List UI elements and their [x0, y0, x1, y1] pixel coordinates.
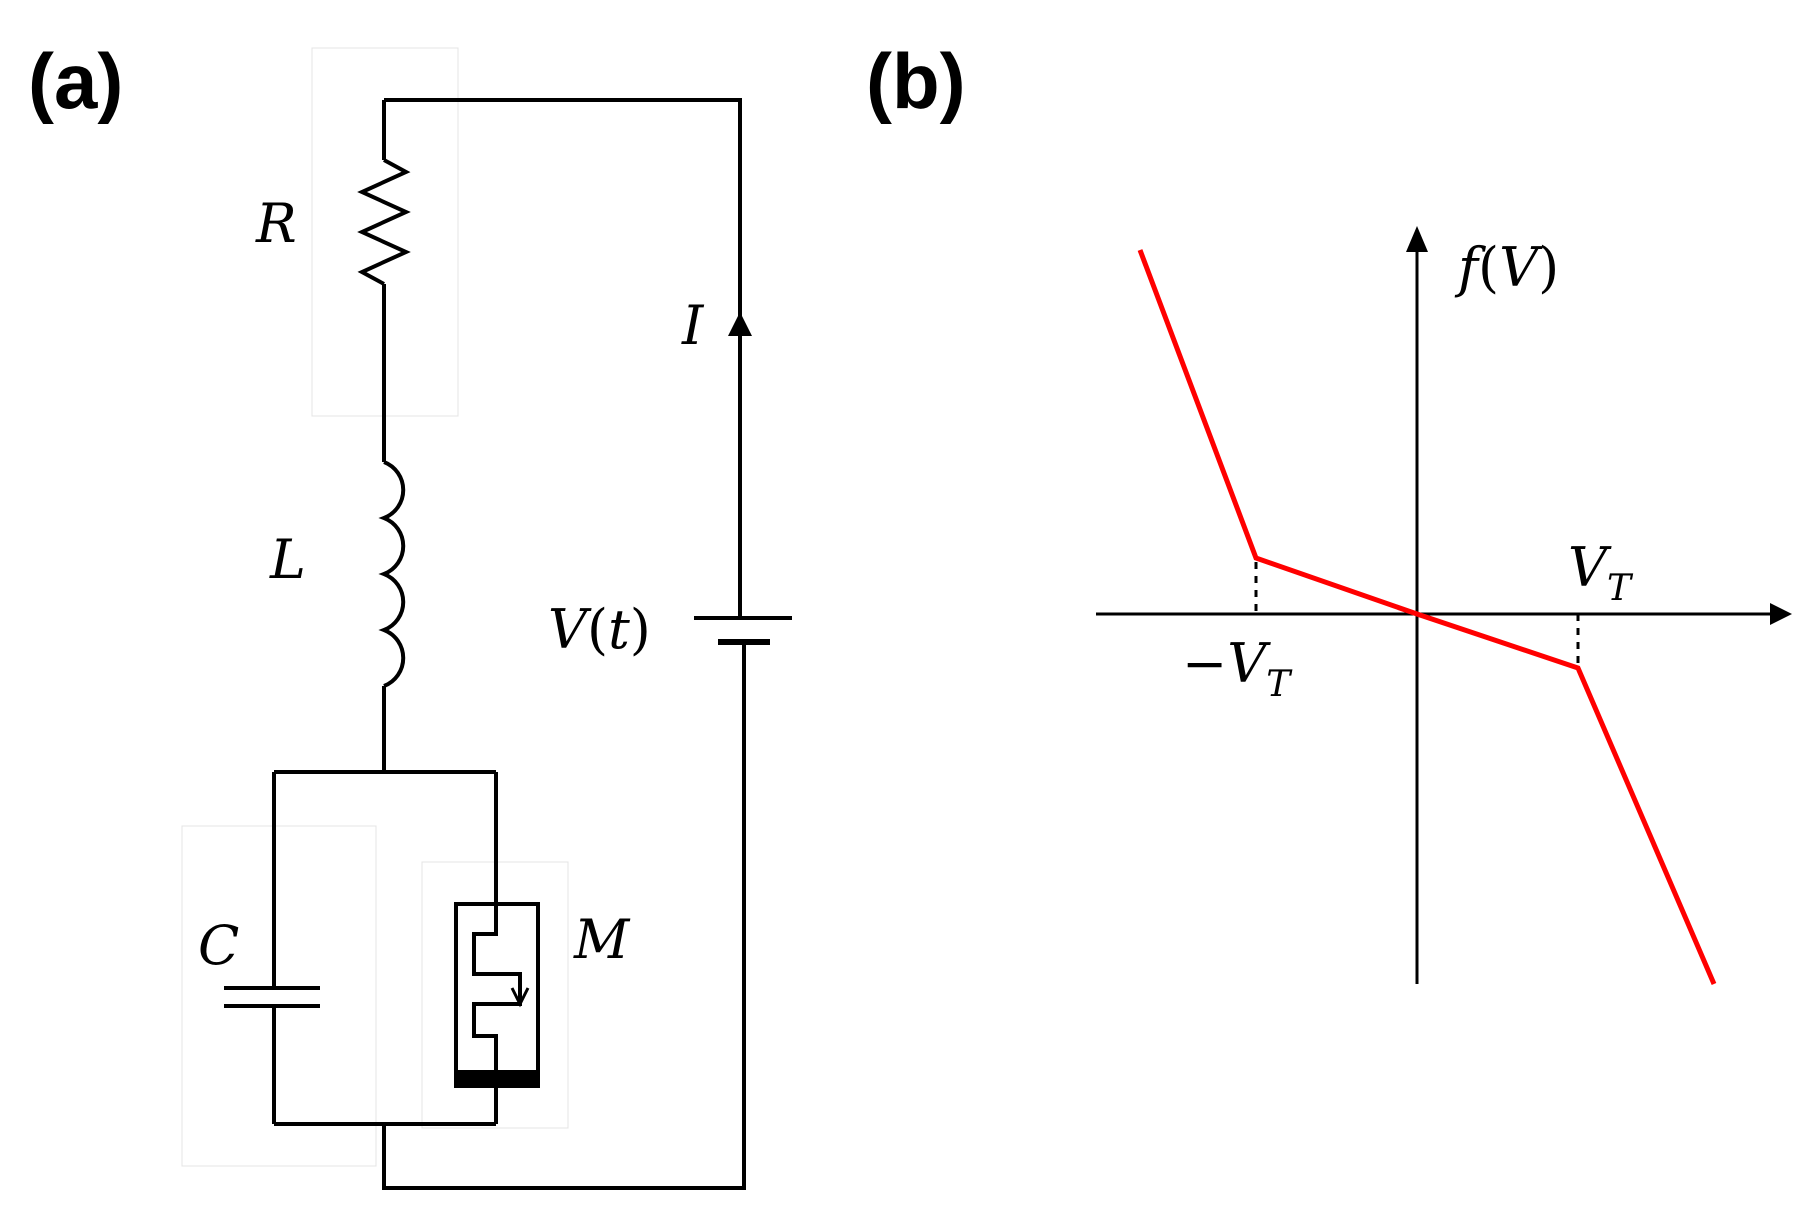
- label-resistor: R: [255, 192, 297, 255]
- function-close-paren: ): [1538, 236, 1559, 299]
- source-open-paren: (: [587, 598, 608, 661]
- function-open-paren: (: [1478, 236, 1499, 299]
- neg-threshold-sub: T: [1266, 664, 1293, 705]
- inductor-symbol: [378, 460, 406, 688]
- x-axis-arrow-icon: [1770, 603, 1792, 625]
- source-symbol: V: [548, 598, 592, 661]
- function-arg: V: [1499, 236, 1543, 299]
- label-source: V(t): [548, 598, 651, 661]
- resistor-symbol: [357, 158, 411, 286]
- source-arg: t: [608, 598, 630, 661]
- neg-threshold-symbol: V: [1227, 632, 1271, 695]
- capacitor-frame: [181, 825, 377, 1167]
- top-wire: [384, 98, 742, 618]
- label-capacitor: C: [198, 914, 239, 977]
- f-v-curve: [1137, 249, 1717, 985]
- panel-b: (b) f(V) VT −VT: [866, 37, 1792, 985]
- pos-threshold-symbol: V: [1568, 536, 1612, 599]
- panel-b-label: (b): [866, 37, 966, 125]
- neg-threshold-sign: −: [1182, 632, 1227, 695]
- y-axis-arrow-icon: [1406, 226, 1428, 252]
- panel-a-label: (a): [28, 37, 123, 125]
- label-memristor: M: [573, 908, 631, 971]
- label-current: I: [681, 294, 705, 357]
- label-pos-threshold: VT: [1568, 536, 1634, 609]
- return-wire: [382, 642, 746, 1190]
- panel-a: (a) R L C M I: [28, 37, 792, 1190]
- pos-threshold-sub: T: [1607, 568, 1634, 609]
- current-arrow-icon: [728, 312, 752, 336]
- function-label: f(V): [1454, 236, 1559, 299]
- source-close-paren: ): [630, 598, 651, 661]
- label-neg-threshold: −VT: [1182, 632, 1293, 705]
- memristor-polarity-bar: [456, 1070, 538, 1088]
- label-inductor: L: [269, 528, 306, 591]
- memristor-arrow-icon: [510, 974, 530, 1008]
